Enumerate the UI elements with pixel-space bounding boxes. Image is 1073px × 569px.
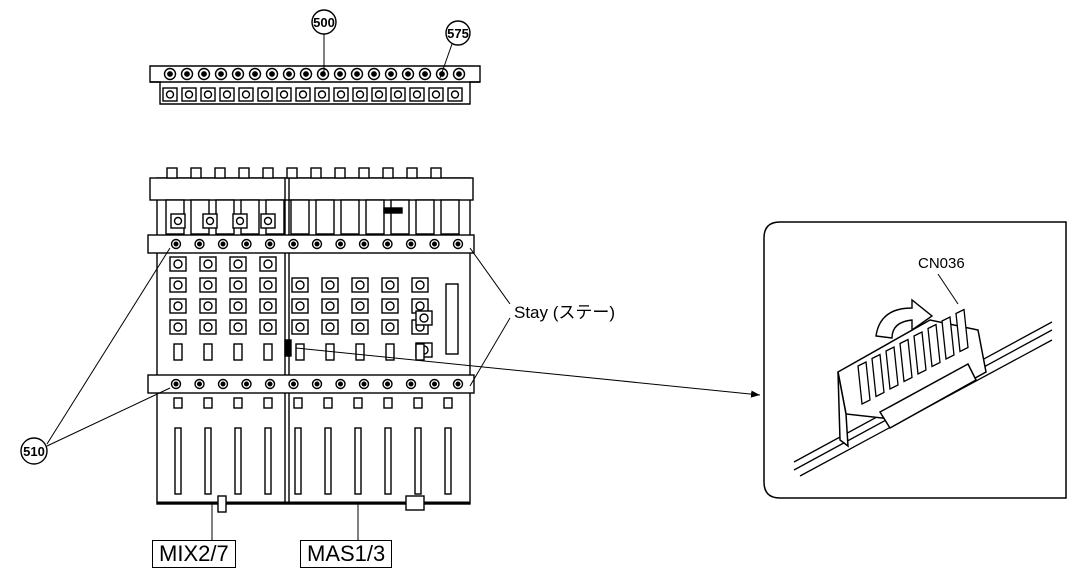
top-jack: [406, 167, 418, 179]
connector-fin: [885, 345, 899, 391]
fader-slot: [234, 427, 242, 495]
module-strip: [340, 199, 360, 235]
module-strip: [440, 199, 460, 235]
small-switch: [295, 343, 305, 361]
stay-label: Stay (ステー): [514, 303, 615, 322]
top-jack: [334, 167, 346, 179]
fader-slot: [414, 427, 422, 495]
connector-fin: [857, 360, 871, 406]
fader-slot: [324, 427, 332, 495]
fader-slot: [354, 427, 362, 495]
top-jack: [214, 167, 226, 179]
fader-slot: [204, 427, 212, 495]
fader-slot-row: [173, 397, 453, 495]
control-knob-grid: [169, 256, 433, 361]
fader-knob: [323, 397, 333, 409]
connector-detail-inset: [763, 221, 1067, 499]
stay-screw-row: [170, 238, 464, 390]
connector-fin: [899, 338, 913, 383]
svg-text:500: 500: [313, 15, 335, 30]
fader-knob: [203, 397, 213, 409]
board-label-left: MIX2/7: [152, 540, 236, 568]
top-jack-row: [166, 167, 442, 179]
stay-leader-lines: [469, 247, 511, 387]
connector-fin: [941, 315, 955, 361]
top-jack: [430, 167, 442, 179]
fader-slot: [444, 427, 452, 495]
connector-bracket-strip: [149, 65, 481, 105]
top-jack: [358, 167, 370, 179]
module-strip: [365, 199, 385, 235]
module-strip: [415, 199, 435, 235]
connector-fin: [955, 308, 969, 353]
callout-500: 500: [311, 9, 337, 76]
upper-module-strips: [165, 199, 460, 235]
small-switch: [263, 343, 273, 361]
small-switch: [173, 343, 183, 361]
module-strip: [390, 199, 410, 235]
stay-bar-upper: [147, 234, 475, 254]
connector-fin: [913, 330, 927, 376]
top-jack: [310, 167, 322, 179]
svg-text:575: 575: [447, 26, 469, 41]
top-jack: [382, 167, 394, 179]
callout-510: 510: [20, 247, 171, 465]
module-strip: [315, 199, 335, 235]
connector-fin: [871, 353, 885, 398]
connector-fin: [927, 323, 941, 368]
fader-knob: [353, 397, 363, 409]
fader-slot: [264, 427, 272, 495]
connector-label: CN036: [918, 255, 965, 272]
fader-knob: [383, 397, 393, 409]
small-switch: [203, 343, 213, 361]
fader-knob: [413, 397, 423, 409]
fader-knob: [293, 397, 303, 409]
svg-text:510: 510: [23, 444, 45, 459]
top-jack: [262, 167, 274, 179]
fader-knob: [443, 397, 453, 409]
small-switch: [385, 343, 395, 361]
small-switch: [233, 343, 243, 361]
board-assembly: [147, 167, 475, 513]
top-jack: [286, 167, 298, 179]
fader-slot: [384, 427, 392, 495]
top-jack: [190, 167, 202, 179]
strip-connector-row: [162, 67, 466, 102]
fader-knob: [173, 397, 183, 409]
fader-knob: [263, 397, 273, 409]
small-switch: [415, 343, 425, 361]
top-jack: [166, 167, 178, 179]
fader-slot: [294, 427, 302, 495]
module-strip: [290, 199, 310, 235]
small-switch: [355, 343, 365, 361]
board-label-right: MAS1/3: [300, 540, 393, 568]
detail-arrow: [295, 347, 761, 398]
top-jack: [238, 167, 250, 179]
stay-bar-lower: [147, 374, 475, 394]
callout-575: 575: [439, 20, 471, 79]
module-strip: [215, 199, 235, 235]
fader-slot: [174, 427, 182, 495]
fader-knob: [233, 397, 243, 409]
